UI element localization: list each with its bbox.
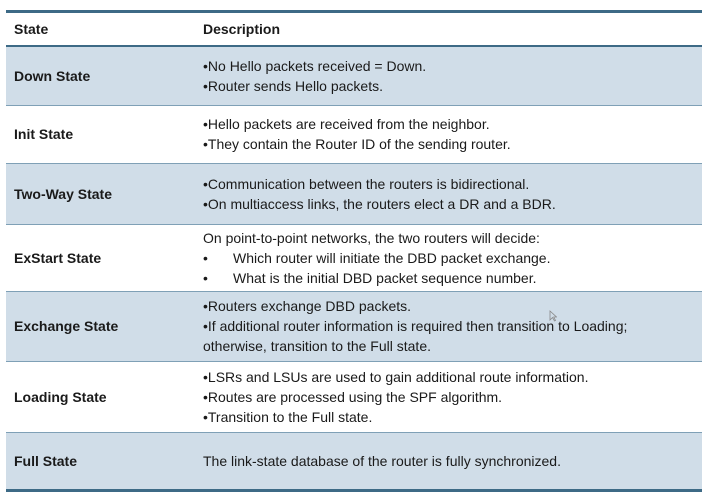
state-description: •Communication between the routers is bi… — [195, 163, 702, 225]
table-header-row: State Description — [6, 10, 702, 47]
description-line: •Hello packets are received from the nei… — [203, 116, 490, 132]
description-line: •Routes are processed using the SPF algo… — [203, 388, 503, 405]
description-line: •No Hello packets received = Down. — [203, 57, 427, 74]
header-description: Description — [195, 10, 702, 47]
table-row-full-state: Full State The link-state database of th… — [6, 432, 702, 492]
state-description: The link-state database of the router is… — [195, 432, 702, 492]
table-row-exstart-state: ExStart State On point-to-point networks… — [6, 224, 702, 292]
ospf-states-table-container: State Description Down State •No Hello p… — [6, 10, 702, 492]
description-line: The link-state database of the router is… — [203, 452, 561, 469]
description-subitem: • Which router will initiate the DBD pack… — [203, 248, 694, 268]
table-row-exchange-state: Exchange State •Routers exchange DBD pac… — [6, 291, 702, 362]
table-row-two-way-state: Two-Way State •Communication between the… — [6, 163, 702, 225]
description-line: •If additional router information is req… — [203, 318, 628, 334]
subitem-text: What is the initial DBD packet sequence … — [233, 269, 537, 286]
subitem-text: Which router will initiate the DBD packe… — [233, 249, 551, 266]
description-line: •LSRs and LSUs are used to gain addition… — [203, 368, 589, 385]
table-row-init-state: Init State •Hello packets are received f… — [6, 105, 702, 164]
description-line: •Communication between the routers is bi… — [203, 175, 530, 192]
state-description: •No Hello packets received = Down. •Rout… — [195, 46, 702, 106]
description-line: •Routers exchange DBD packets. — [203, 298, 412, 314]
description-line: otherwise, transition to the Full state. — [203, 338, 431, 354]
description-subitem: • What is the initial DBD packet sequence… — [203, 268, 694, 288]
state-description: On point-to-point networks, the two rout… — [195, 224, 702, 292]
state-name: Two-Way State — [6, 163, 195, 225]
state-name: Exchange State — [6, 291, 195, 362]
state-description: •LSRs and LSUs are used to gain addition… — [195, 361, 702, 433]
description-line: •On multiaccess links, the routers elect… — [203, 195, 556, 212]
description-line: •Transition to the Full state. — [203, 408, 373, 425]
state-description: •Hello packets are received from the nei… — [195, 105, 702, 164]
state-name: Down State — [6, 46, 195, 106]
bullet-glyph: • — [203, 269, 208, 286]
cursor-arrow-icon — [549, 310, 558, 322]
state-name: Loading State — [6, 361, 195, 433]
header-state: State — [6, 10, 195, 47]
state-name: ExStart State — [6, 224, 195, 292]
state-description: •Routers exchange DBD packets. •If addit… — [195, 291, 702, 362]
bullet-glyph: • — [203, 249, 208, 266]
table-row-loading-state: Loading State •LSRs and LSUs are used to… — [6, 361, 702, 433]
state-name: Full State — [6, 432, 195, 492]
table-row-down-state: Down State •No Hello packets received = … — [6, 46, 702, 106]
description-line: •They contain the Router ID of the sendi… — [203, 136, 511, 152]
description-line: •Router sends Hello packets. — [203, 77, 383, 94]
state-name: Init State — [6, 105, 195, 164]
mouse-cursor-icon — [549, 310, 558, 322]
ospf-states-table: State Description Down State •No Hello p… — [6, 10, 702, 492]
description-intro: On point-to-point networks, the two rout… — [203, 229, 540, 246]
